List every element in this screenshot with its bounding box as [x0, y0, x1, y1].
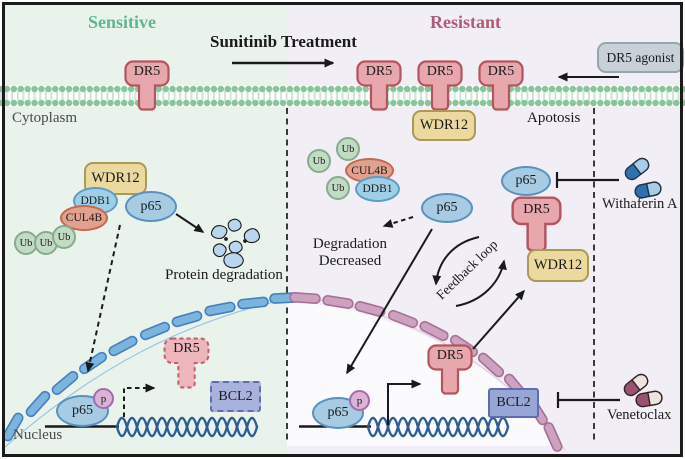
- dr5-transcription-arrow: [387, 379, 422, 425]
- dna-helix-sensitive: [115, 416, 259, 438]
- withaferin-capsule-icons: [624, 157, 662, 199]
- dr5-agonist-box: DR5 agonist: [597, 42, 684, 73]
- sensitive-title: Sensitive: [88, 12, 157, 32]
- withaferin-label: Withaferin A: [602, 196, 678, 212]
- dr5-to-wdr12-arrow: [472, 289, 525, 350]
- cytoplasm-label: Cytoplasm: [12, 110, 78, 126]
- treatment-label: Sunitinib Treatment: [210, 32, 357, 51]
- plasma-membrane: [0, 85, 685, 107]
- ub-sensitive-3: Ub: [52, 225, 76, 249]
- withaferin-inhibition-line: [555, 172, 619, 188]
- complex-to-nucleus-dashed-arrow: [85, 224, 121, 373]
- ub-resistant-1: Ub: [307, 149, 331, 173]
- feedback-loop-arrows: [432, 236, 507, 307]
- dr5-receptor-resistant-3: DR5: [478, 60, 524, 111]
- apoptosis-label: Apotosis: [527, 110, 581, 126]
- dr5-receptor-sensitive: DR5: [124, 60, 170, 111]
- bcl2-resistant: BCL2: [488, 388, 539, 418]
- degradation-decreased-label: Degradation Decreased: [312, 236, 388, 270]
- p65-near-withaferin: p65: [501, 166, 551, 196]
- dr5-nascent-resistant: DR5: [427, 344, 473, 395]
- phospho-sensitive: p: [93, 388, 114, 409]
- ub-resistant-3: Ub: [326, 176, 350, 200]
- ub-sensitive-1: Ub: [14, 231, 38, 255]
- ub-resistant-2: Ub: [336, 137, 360, 161]
- resistant-title: Resistant: [430, 12, 501, 32]
- p65-translocation-arrow: [346, 228, 433, 375]
- dr5-transcription-dashed-arrow: [123, 383, 156, 417]
- dr5-nascent-sensitive-dashed: DR5: [163, 337, 210, 389]
- phospho-resistant: p: [349, 390, 370, 411]
- venetoclax-label: Venetoclax: [607, 407, 672, 423]
- dna-helix-resistant: [366, 416, 510, 438]
- p65-complex-sensitive: p65: [125, 191, 177, 222]
- venetoclax-capsule-icons: [623, 373, 663, 408]
- protein-degradation-arrow: [175, 213, 205, 233]
- protein-fragments: [210, 218, 261, 269]
- bcl2-sensitive-dashed: BCL2: [210, 381, 261, 412]
- degradation-decreased-dashed-arrow: [382, 216, 414, 228]
- nucleus-label: Nucleus: [13, 427, 63, 443]
- protein-degradation-label: Protein degradation: [165, 267, 283, 283]
- venetoclax-inhibition-line: [556, 392, 620, 408]
- p65-nucleus-resistant: p65: [312, 397, 364, 429]
- wdr12-dr5-complex-resistant: WDR12: [527, 249, 589, 282]
- cul4b-sensitive: CUL4B: [60, 205, 108, 231]
- wdr12-membrane-resistant: WDR12: [412, 110, 476, 141]
- dr5-receptor-resistant-2: DR5: [417, 60, 463, 111]
- dr5-receptor-cytoplasm-complex: DR5: [511, 196, 562, 252]
- ddb1-resistant: DDB1: [355, 176, 400, 202]
- dr5-receptor-resistant-1: DR5: [356, 60, 402, 111]
- p65-cytoplasm-resistant: p65: [421, 193, 473, 223]
- nuclear-membrane-sensitive: [2, 292, 301, 448]
